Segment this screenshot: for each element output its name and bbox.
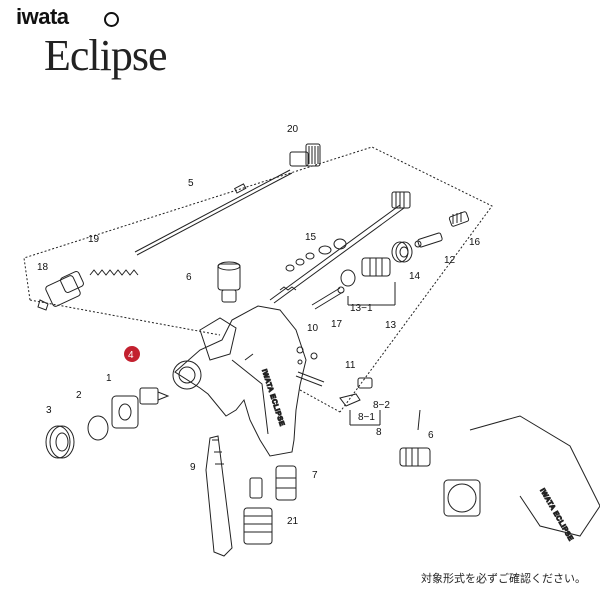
label-16: 16 bbox=[469, 237, 481, 248]
label-2: 2 bbox=[76, 390, 82, 401]
label-3: 3 bbox=[46, 405, 52, 416]
part-4-highlight bbox=[124, 346, 140, 362]
brand-logo-large: Eclipse bbox=[44, 31, 168, 80]
gun-body: IWATA ECLIPSE bbox=[172, 305, 307, 457]
label-14: 14 bbox=[409, 271, 421, 282]
part-cap-8 bbox=[339, 377, 381, 426]
brand-logo-small: iwata bbox=[16, 4, 69, 29]
part-air-valve-21 bbox=[243, 477, 273, 545]
label-4: 4 bbox=[128, 350, 134, 361]
part-valve-13 bbox=[340, 257, 396, 306]
part-screw-16 bbox=[448, 211, 470, 227]
part-air-inlet-7 bbox=[275, 465, 297, 501]
part-stud-10-11 bbox=[295, 346, 325, 387]
label-20: 20 bbox=[287, 124, 299, 135]
label-11: 11 bbox=[345, 360, 356, 371]
label-10: 10 bbox=[307, 323, 319, 334]
part-trigger-9 bbox=[205, 435, 233, 557]
brand-logo-ring bbox=[104, 12, 119, 27]
footnote: 対象形式を必ずご確認ください。 bbox=[421, 572, 586, 585]
part-fluid-adjuster-18 bbox=[37, 271, 84, 311]
inset-detail: IWATA ECLIPSE bbox=[399, 409, 600, 543]
label-6-inset: 6 bbox=[428, 430, 434, 441]
part-nozzle-1 bbox=[111, 395, 139, 429]
part-rod-17 bbox=[311, 286, 345, 310]
assembly-box bbox=[23, 146, 493, 413]
label-8: 8 bbox=[376, 427, 382, 438]
label-12: 12 bbox=[444, 255, 456, 266]
label-9: 9 bbox=[190, 462, 196, 473]
part-ring-2 bbox=[87, 415, 109, 441]
part-spring-19 bbox=[89, 269, 139, 276]
part-adjust-knob-20 bbox=[289, 143, 321, 167]
label-19: 19 bbox=[88, 234, 100, 245]
label-1: 1 bbox=[106, 373, 112, 384]
part-labels: 20 5 19 18 6 15 16 12 14 13−1 13 17 10 1… bbox=[37, 124, 481, 527]
label-5: 5 bbox=[188, 178, 194, 189]
label-7: 7 bbox=[312, 470, 318, 481]
part-air-cap-3 bbox=[45, 425, 75, 459]
label-15: 15 bbox=[305, 232, 317, 243]
label-18: 18 bbox=[37, 262, 49, 273]
label-8-2: 8−2 bbox=[373, 400, 390, 411]
part-pin-12 bbox=[414, 232, 443, 248]
label-17: 17 bbox=[331, 319, 343, 330]
part-nut-14 bbox=[391, 241, 413, 263]
label-21: 21 bbox=[287, 516, 299, 527]
part-air-valve-15 bbox=[269, 191, 411, 304]
label-6: 6 bbox=[186, 272, 192, 283]
part-nozzle-tip-4 bbox=[139, 387, 170, 405]
inset-gun-marking: IWATA ECLIPSE bbox=[538, 488, 574, 543]
label-13-1: 13−1 bbox=[350, 303, 373, 314]
label-8-1: 8−1 bbox=[358, 412, 375, 423]
part-fluid-inlet-6 bbox=[217, 261, 241, 303]
label-13: 13 bbox=[385, 320, 397, 331]
part-needle-5 bbox=[134, 169, 293, 256]
